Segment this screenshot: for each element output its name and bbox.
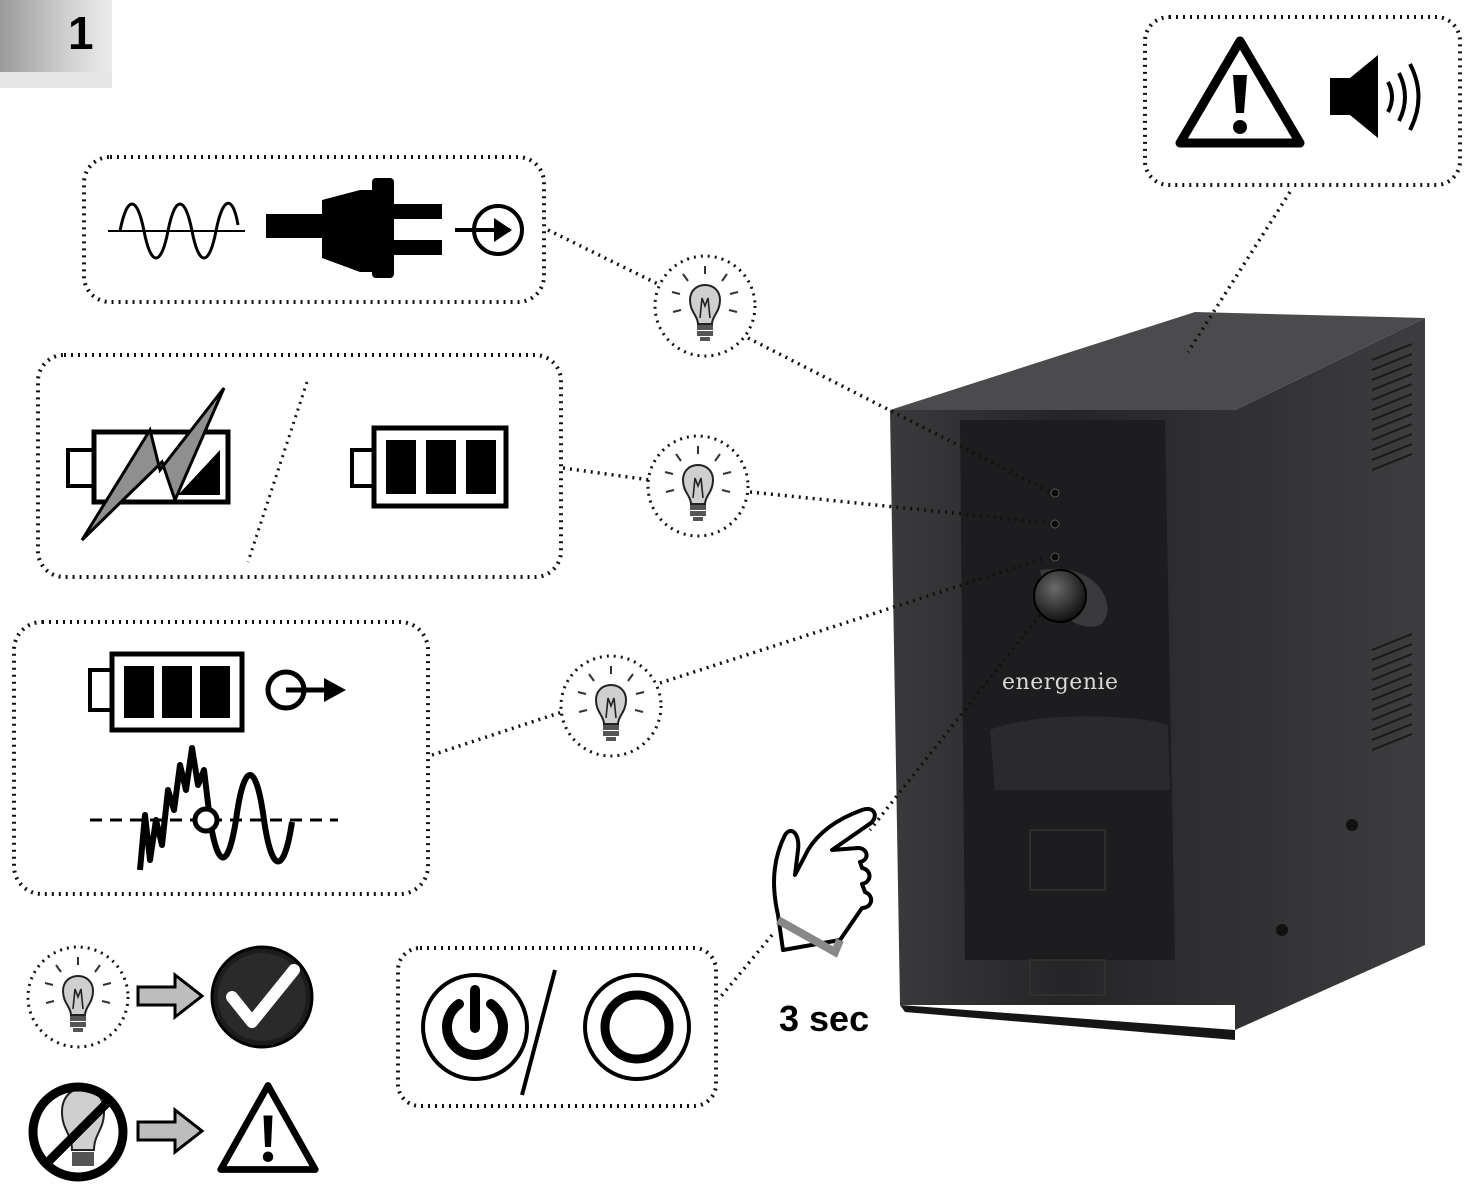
step-badge [0,0,112,88]
step-number: 1 [68,7,94,59]
backup-mode-callout [12,620,430,896]
separator-slash [520,969,557,1096]
battery-status-callout [36,353,563,579]
alarm-callout [1143,15,1462,187]
arrow-right-icon [136,971,205,1021]
led-line-mode [1050,488,1060,498]
led-backup-icon [559,654,663,758]
arrow-right-icon [136,1106,205,1156]
led-backup-mode [1050,552,1060,562]
led-line-mode-icon [653,254,757,358]
sine-wave-icon [108,201,245,260]
battery-full-icon [350,425,509,509]
pointing-hand-icon [772,806,877,958]
power-plug-icon [266,178,442,278]
power-callout [396,946,718,1108]
led-on-icon [26,945,130,1049]
connector-lines [431,191,1292,1002]
line-mode-callout [82,155,546,304]
ups-unit [890,312,1425,1040]
distorted-wave-icon [90,745,338,871]
side-vents [1371,343,1413,751]
led-off-icon [28,1082,128,1182]
screw-icon [1276,924,1288,936]
power-off-icon [583,973,691,1081]
power-on-icon [421,973,529,1081]
led-battery-status [1050,519,1060,529]
ups-power-button[interactable] [1033,569,1087,623]
speaker-sound-icon [1330,55,1421,138]
battery-charging-icon [66,387,231,542]
led-battery-icon [646,434,750,538]
warning-triangle-icon [1175,36,1305,148]
press-duration-label: 3 sec [779,998,870,1039]
warning-icon [217,1082,319,1173]
output-arrow-icon [265,669,346,711]
output-arrow-icon [455,204,524,256]
checkmark-icon [210,945,314,1049]
screw-icon [1346,819,1358,831]
brand-logo: energenie [1002,670,1119,695]
battery-full-icon [88,651,245,733]
legend [26,945,319,1182]
